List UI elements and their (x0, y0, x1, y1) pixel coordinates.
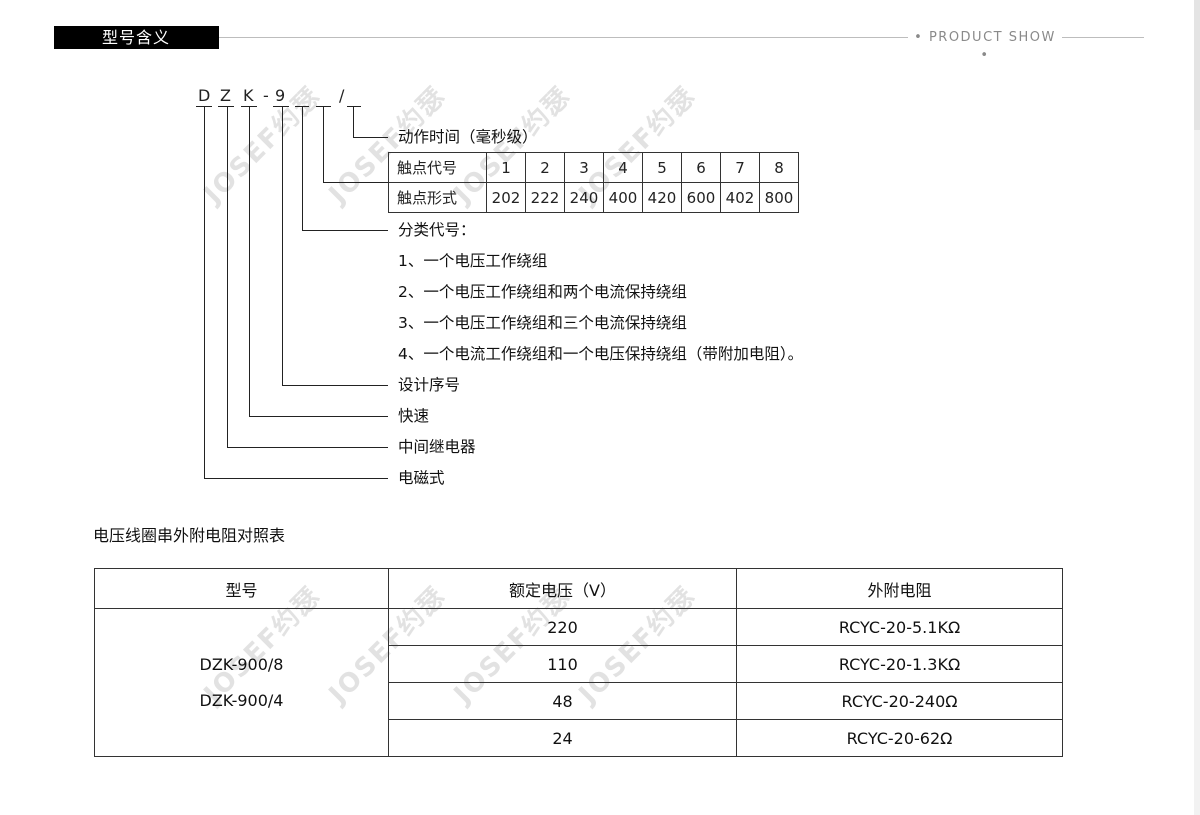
contact-code-label: 触点代号 (388, 152, 487, 183)
contact-form-cell: 800 (759, 182, 799, 213)
leader-line (204, 107, 205, 478)
leader-line (323, 107, 324, 182)
class-item-2: 2、一个电压工作绕组和两个电流保持绕组 (398, 283, 687, 301)
leader-line (227, 107, 228, 447)
code-char-k: K (243, 86, 254, 105)
resistor-table: 型号 额定电压（V） 外附电阻 DZK-900/8 DZK-900/4 220 … (94, 568, 1063, 757)
code-char-z: Z (220, 86, 231, 105)
header-divider-right (1062, 37, 1144, 38)
resistor-table-title: 电压线圈串外附电阻对照表 (93, 526, 286, 545)
contact-form-cell: 400 (603, 182, 643, 213)
desc-classification: 分类代号： (398, 221, 476, 239)
code-underline (218, 106, 234, 107)
code-underline (273, 106, 289, 107)
code-underline (241, 106, 257, 107)
leader-line (227, 447, 388, 448)
code-char-9: 9 (275, 86, 286, 105)
class-item-3: 3、一个电压工作绕组和三个电流保持绕组 (398, 314, 687, 332)
table-row: 触点代号 1 2 3 4 5 6 7 8 (388, 152, 799, 183)
class-item-4: 4、一个电流工作绕组和一个电压保持绕组（带附加电阻）。 (398, 345, 804, 363)
code-underline (196, 106, 212, 107)
table-header-row: 型号 额定电压（V） 外附电阻 (94, 568, 1063, 609)
leader-line (204, 478, 388, 479)
leader-line (249, 416, 388, 417)
page-scrollbar[interactable] (1194, 0, 1200, 815)
contact-code-cell: 5 (642, 152, 682, 183)
contact-form-label: 触点形式 (388, 182, 487, 213)
class-item-1: 1、一个电压工作绕组 (398, 252, 548, 270)
code-underline (295, 106, 309, 107)
contact-form-cell: 222 (525, 182, 565, 213)
table-row: 24 RCYC-20-62Ω (95, 719, 1063, 757)
code-char-dash: - (263, 86, 269, 105)
contact-form-cell: 600 (681, 182, 721, 213)
voltage-cell: 48 (388, 682, 737, 720)
table-row: 触点形式 202 222 240 400 420 600 402 800 (388, 182, 799, 213)
code-underline (316, 106, 331, 107)
model-name: DZK-900/8 (199, 654, 284, 674)
section-title: 型号含义 (54, 26, 219, 49)
contact-code-cell: 1 (486, 152, 526, 183)
header-resistor: 外附电阻 (736, 568, 1063, 609)
header-model: 型号 (94, 568, 389, 609)
code-underline (347, 106, 361, 107)
leader-line (302, 230, 388, 231)
leader-line (323, 182, 388, 183)
voltage-cell: 110 (388, 645, 737, 683)
resistor-cell: RCYC-20-5.1KΩ (736, 608, 1063, 646)
leader-line (353, 107, 354, 137)
voltage-cell: 220 (388, 608, 737, 646)
leader-line (302, 107, 303, 230)
leader-line (282, 107, 283, 385)
contact-code-cell: 7 (720, 152, 760, 183)
contact-table: 触点代号 1 2 3 4 5 6 7 8 触点形式 202 222 240 40… (388, 152, 799, 213)
model-cell: DZK-900/8 DZK-900/4 (94, 608, 389, 757)
resistor-cell: RCYC-20-1.3KΩ (736, 645, 1063, 683)
resistor-cell: RCYC-20-240Ω (736, 682, 1063, 720)
desc-design-number: 设计序号 (398, 376, 461, 394)
desc-electromagnetic: 电磁式 (398, 469, 445, 487)
watermark: JOSEF约瑟 (198, 80, 328, 210)
voltage-cell: 24 (388, 719, 737, 757)
contact-code-cell: 8 (759, 152, 799, 183)
desc-action-time: 动作时间（毫秒级） (398, 128, 538, 146)
contact-form-cell: 420 (642, 182, 682, 213)
contact-code-cell: 3 (564, 152, 604, 183)
leader-line (353, 137, 388, 138)
contact-form-cell: 402 (720, 182, 760, 213)
contact-form-cell: 202 (486, 182, 526, 213)
resistor-cell: RCYC-20-62Ω (736, 719, 1063, 757)
table-row: DZK-900/8 DZK-900/4 220 RCYC-20-5.1KΩ (94, 608, 1063, 757)
model-name: DZK-900/4 (199, 690, 284, 710)
contact-code-cell: 2 (525, 152, 565, 183)
header-divider-left (219, 37, 908, 38)
contact-form-cell: 240 (564, 182, 604, 213)
desc-intermediate-relay: 中间继电器 (398, 438, 476, 456)
code-char-slash: / (339, 86, 345, 105)
product-show-label: • PRODUCT SHOW • (914, 30, 1056, 63)
scrollbar-thumb[interactable] (1194, 0, 1200, 130)
leader-line (282, 385, 388, 386)
leader-line (249, 107, 250, 416)
contact-code-cell: 6 (681, 152, 721, 183)
code-char-d: D (198, 86, 211, 105)
contact-code-cell: 4 (603, 152, 643, 183)
table-row: 110 RCYC-20-1.3KΩ (95, 645, 1063, 683)
header-voltage: 额定电压（V） (388, 568, 737, 609)
desc-fast: 快速 (398, 407, 430, 425)
